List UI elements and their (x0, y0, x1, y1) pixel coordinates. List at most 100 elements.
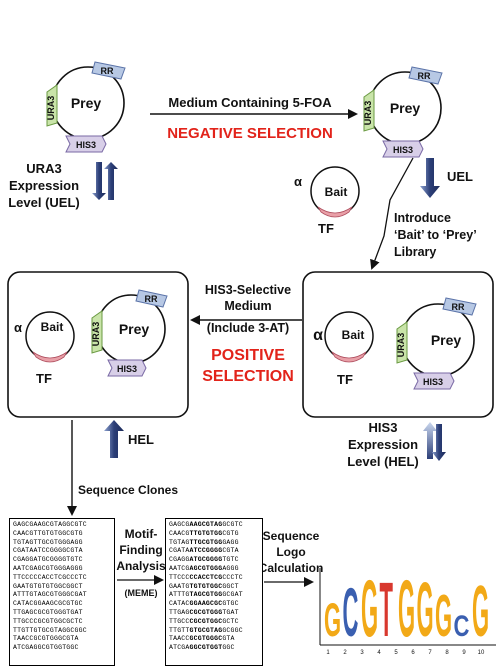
ura3-expression-line3: Level (UEL) (8, 195, 80, 210)
logo-line3: Calculation (259, 561, 324, 575)
logo-line1: Sequence (263, 529, 320, 543)
motif-line1: Motif- (125, 527, 158, 541)
logo-tick-label: 1 (326, 650, 330, 656)
logo-tick-label: 6 (411, 650, 415, 656)
logo-letter: G (417, 567, 434, 653)
bait-plasmid-top: Bait α TF (294, 166, 360, 236)
sequence-row: TGTAGTTGCGTGGGAGG (13, 538, 83, 546)
logo-letter: T (380, 567, 393, 653)
sequence-row: TTGTTGTGCGTAGGCGGC (13, 626, 87, 634)
alpha-label: α (294, 174, 302, 189)
his3-label: HIS3 (117, 364, 137, 374)
alpha-label: α (14, 320, 22, 335)
introduce-line2: ‘Bait’ to ‘Prey’ (394, 228, 477, 242)
tf-label: TF (337, 372, 353, 387)
his3-medium-line1: HIS3-Selective (205, 283, 291, 297)
tf-segment (317, 206, 353, 218)
his3-label: HIS3 (423, 377, 443, 387)
logo-tick-label: 9 (462, 650, 466, 656)
motif-line2: Finding (119, 543, 162, 557)
his3-segment (382, 140, 424, 158)
rr-segment (135, 289, 168, 308)
his3-medium-line3: (Include 3-AT) (207, 321, 289, 335)
sequence-row: CGATAATCCGGGGCGTA (169, 547, 239, 555)
sequence-row: AATCGAGCGTGGGAGGG (169, 564, 239, 572)
his3-label: HIS3 (393, 145, 413, 155)
sequence-row: ATCGAGGCGTGGTGGC (169, 644, 235, 652)
logo-letter: C (343, 574, 359, 651)
logo-letter: G (324, 594, 341, 646)
rr-label: RR (101, 66, 114, 76)
prey-label: Prey (431, 332, 462, 348)
sequence-row: CGATAATCCGGGGCGTA (13, 547, 83, 555)
plasmid-left-box: Prey RR URA3 HIS3 (91, 289, 168, 377)
logo-tick-label: 4 (377, 650, 381, 656)
logo-tick-label: 8 (445, 650, 449, 656)
logo-letter: G (398, 562, 415, 653)
bait-label: Bait (41, 320, 64, 334)
sequence-row: TTGCCCGCGTGGCGCTC (169, 617, 239, 625)
uel-label: UEL (447, 169, 473, 184)
his3-expression-line3: Level (HEL) (347, 454, 419, 469)
sequence-clones-label: Sequence Clones (78, 483, 178, 497)
sequence-row: GAATGTGTGTGGCGGCT (169, 582, 239, 590)
sequence-row: AATCGAGCGTGGGAGGG (13, 564, 83, 572)
rr-label: RR (452, 302, 465, 312)
his3-label: HIS3 (76, 140, 96, 150)
ura3-segment (363, 89, 375, 132)
ura3-expression-line1: URA3 (26, 161, 61, 176)
rr-label: RR (418, 71, 431, 81)
sequence-row: GAGCGAAGCGTAGGCGTC (169, 521, 243, 528)
ura3-label: URA3 (46, 96, 56, 121)
prey-label: Prey (390, 100, 421, 116)
hel-up-arrow (104, 420, 124, 458)
bait-plasmid-left: Bait α TF (14, 311, 75, 386)
sequence-row: TAACCGCGTGGGCGTA (13, 635, 79, 643)
sequence-row: CAACGTTGTGTGGCGTG (13, 529, 83, 537)
positive-selection-line1: POSITIVE (211, 347, 285, 364)
sequence-row: GAATGTGTGTGGCGGCT (13, 582, 83, 590)
ura3-label: URA3 (91, 322, 101, 347)
rr-label: RR (145, 294, 158, 304)
bait-label: Bait (342, 328, 365, 342)
motif-line3: Analysis (116, 559, 166, 573)
plasmid-right-box: Prey RR URA3 HIS3 (396, 297, 477, 390)
bait-plasmid-right: Bait α TF (313, 311, 374, 387)
sequence-row: CGAGGATGCGGGGTGTC (169, 556, 239, 564)
sequence-row: CGAGGATGCGGGGTGTC (13, 556, 83, 564)
his3-expression-line1: HIS3 (369, 420, 398, 435)
ura3-segment (396, 321, 408, 364)
uel-arrows-left (92, 162, 118, 200)
left-box (7, 271, 189, 418)
logo-tick-label: 10 (478, 650, 485, 656)
ura3-label: URA3 (396, 333, 406, 358)
logo-tick-label: 7 (428, 650, 432, 656)
sequence-row: TTGAGCGCGTGGGTGAT (13, 608, 83, 616)
plasmid-top-left: Prey RR URA3 HIS3 (46, 61, 126, 153)
logo-letter: G (472, 572, 489, 652)
sequence-row: GAGCGAAGCGTAGGCGTC (13, 521, 87, 528)
logo-tick-label: 3 (360, 650, 364, 656)
medium-5foa-label: Medium Containing 5-FOA (168, 95, 332, 110)
logo-line2: Logo (276, 545, 305, 559)
ura3-segment (91, 310, 103, 354)
prey-label: Prey (119, 321, 150, 337)
logo-letter: C (453, 609, 469, 643)
plasmid-top-right: Prey RR URA3 HIS3 (363, 66, 443, 158)
sequence-row: TTGTTGTGCGTAGGCGGC (169, 626, 243, 634)
sequence-row: CAACGTTGTGTGGCGTG (169, 529, 239, 537)
tf-label: TF (318, 221, 334, 236)
his3-expression-line2: Expression (348, 437, 418, 452)
logo-tick-label: 2 (343, 650, 347, 656)
tf-segment (331, 351, 367, 363)
introduce-line1: Introduce (394, 211, 451, 225)
right-box (302, 271, 494, 418)
tf-segment (32, 351, 68, 363)
sequence-row: TTGCCCGCGTGGCGCTC (13, 617, 83, 625)
meme-label: (MEME) (125, 588, 158, 598)
his3-segment (107, 359, 147, 377)
